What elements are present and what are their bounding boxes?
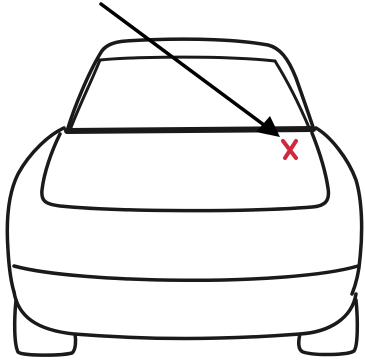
pointer-arrow <box>99 2 280 137</box>
body-bottom <box>12 290 358 341</box>
rear-window-left-edge <box>68 58 102 132</box>
body-left-side <box>5 126 66 294</box>
left-tire <box>12 298 78 357</box>
arrow-icon <box>99 2 270 130</box>
arrow-head <box>256 116 280 137</box>
rear-window-right-edge <box>273 59 312 132</box>
car-roof <box>66 37 316 132</box>
rear-bumper-line <box>12 264 360 282</box>
rear-window-top <box>98 55 277 63</box>
x-mark-icon <box>281 139 298 160</box>
body-right-side <box>314 126 364 296</box>
right-tire <box>297 298 360 357</box>
trunk-lid <box>40 131 331 213</box>
car-outline <box>5 37 364 357</box>
